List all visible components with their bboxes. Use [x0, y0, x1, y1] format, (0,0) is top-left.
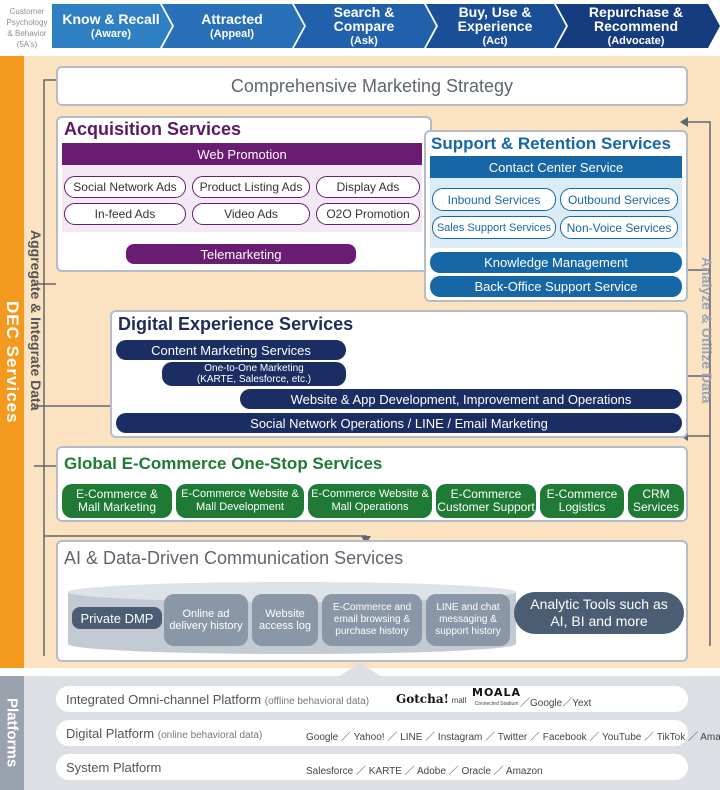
ecommerce-mall-marketing: E-Commerce & Mall Marketing: [62, 484, 172, 518]
support-title: Support & Retention Services: [431, 134, 671, 153]
journey-arrow-aware: [52, 4, 172, 48]
step-aware: Know & Recall(Aware): [62, 10, 160, 40]
ad-social-network: Social Network Ads: [64, 176, 186, 198]
ad-display: Display Ads: [316, 176, 420, 198]
omni-channel-platform-row: Integrated Omni-channel Platform (offlin…: [56, 686, 688, 712]
step-advocate: Repurchase & Recommend(Advocate): [588, 3, 684, 47]
web-promotion-header: Web Promotion: [62, 143, 422, 165]
crm-services: CRM Services: [628, 484, 684, 518]
arrow-strategy-right: [680, 117, 688, 127]
ai-feed-line: [44, 535, 367, 538]
telemarketing: Telemarketing: [126, 244, 356, 264]
ecommerce-customer-support: E-Commerce Customer Support: [436, 484, 536, 518]
ecommerce-logistics: E-Commerce Logistics: [540, 484, 624, 518]
one-to-one-label: One-to-One Marketing: [204, 363, 304, 374]
step-act: Buy, Use & Experience(Act): [457, 3, 533, 47]
ad-product-listing: Product Listing Ads: [192, 176, 310, 198]
global-ecommerce-title: Global E-Commerce One-Stop Services: [64, 454, 383, 473]
flow-connectors: [34, 75, 711, 656]
ad-video: Video Ads: [192, 203, 310, 225]
analytic-tools: Analytic Tools such as AI, BI and more: [514, 592, 684, 634]
digital-platform-row: Digital Platform (online behavioral data…: [56, 720, 720, 746]
right-feed-line: [688, 121, 711, 646]
ecommerce-website-operations: E-Commerce Website & Mall Operations: [308, 484, 432, 518]
digital-platform-name: Digital Platform (online behavioral data…: [66, 725, 263, 741]
website-app-development: Website & App Development, Improvement a…: [240, 389, 682, 409]
platforms-bar: [0, 676, 24, 790]
one-to-one-marketing: One-to-One Marketing (KARTE, Salesforce,…: [162, 362, 346, 386]
gotcha-logo: Gotcha! mall: [396, 692, 467, 706]
journey-arrow-advocate: [556, 4, 720, 48]
dec-services-title: DEC Services: [3, 300, 22, 424]
platform-pointer-icon: [340, 662, 380, 676]
contact-center-header: Contact Center Service: [430, 156, 682, 178]
content-marketing: Content Marketing Services: [116, 340, 346, 360]
analyze-data-label: Analyze & Utilize Data: [699, 256, 715, 404]
website-access-log: Website access log: [252, 594, 318, 646]
system-platform-list: Salesforce ／ KARTE ／ Adobe ／ Oracle ／ Am…: [306, 766, 543, 777]
digital-platform-list: Google ／ Yahoo! ／ LINE ／ Instagram ／ Twi…: [306, 732, 720, 743]
step-ask: Search & Compare(Ask): [333, 3, 395, 47]
private-dmp: Private DMP: [72, 607, 162, 629]
comprehensive-strategy: Comprehensive Marketing Strategy: [56, 66, 688, 106]
system-platform-row: System Platform Salesforce ／ KARTE ／ Ado…: [56, 754, 688, 780]
one-to-one-tools: (KARTE, Salesforce, etc.): [196, 374, 312, 385]
knowledge-management: Knowledge Management: [430, 252, 682, 273]
back-office-support: Back-Office Support Service: [430, 276, 682, 297]
journey-arrow-act: [426, 4, 566, 48]
ad-o2o-promotion: O2O Promotion: [316, 203, 420, 225]
platforms-title: Platforms: [3, 698, 21, 768]
social-network-operations: Social Network Operations / LINE / Email…: [116, 413, 682, 433]
sales-support-services: Sales Support Services: [432, 216, 556, 239]
online-ad-history: Online ad delivery history: [164, 594, 248, 646]
line-chat-history: LINE and chat messaging & support histor…: [426, 594, 510, 646]
system-platform-name: System Platform: [66, 759, 162, 775]
journey-arrow-ask: [294, 4, 436, 48]
omni-channel-platform-list: ／Google／Yext: [520, 698, 592, 709]
ecommerce-website-development: E-Commerce Website & Mall Development: [176, 484, 304, 518]
aggregate-data-label: Aggregate & Integrate Data: [28, 229, 44, 411]
outbound-services: Outbound Services: [560, 188, 678, 211]
non-voice-services: Non-Voice Services: [560, 216, 678, 239]
left-feed-line: [43, 79, 56, 656]
digital-experience-title: Digital Experience Services: [118, 314, 354, 334]
ad-in-feed: In-feed Ads: [64, 203, 186, 225]
ai-data-title: AI & Data-Driven Communication Services: [64, 548, 404, 568]
journey-arrow-appeal: [162, 4, 304, 48]
omni-channel-platform-name: Integrated Omni-channel Platform (offlin…: [66, 691, 370, 707]
acquisition-title: Acquisition Services: [64, 119, 242, 139]
ecommerce-email-history: E-Commerce and email browsing & purchase…: [322, 594, 422, 646]
customer-journey-arrows: [52, 4, 720, 48]
psychology-label: Customer Psychology & Behavior (5A's): [6, 7, 48, 49]
step-appeal: Attracted(Appeal): [201, 10, 263, 40]
inbound-services: Inbound Services: [432, 188, 556, 211]
dec-services-bar: [0, 56, 24, 668]
